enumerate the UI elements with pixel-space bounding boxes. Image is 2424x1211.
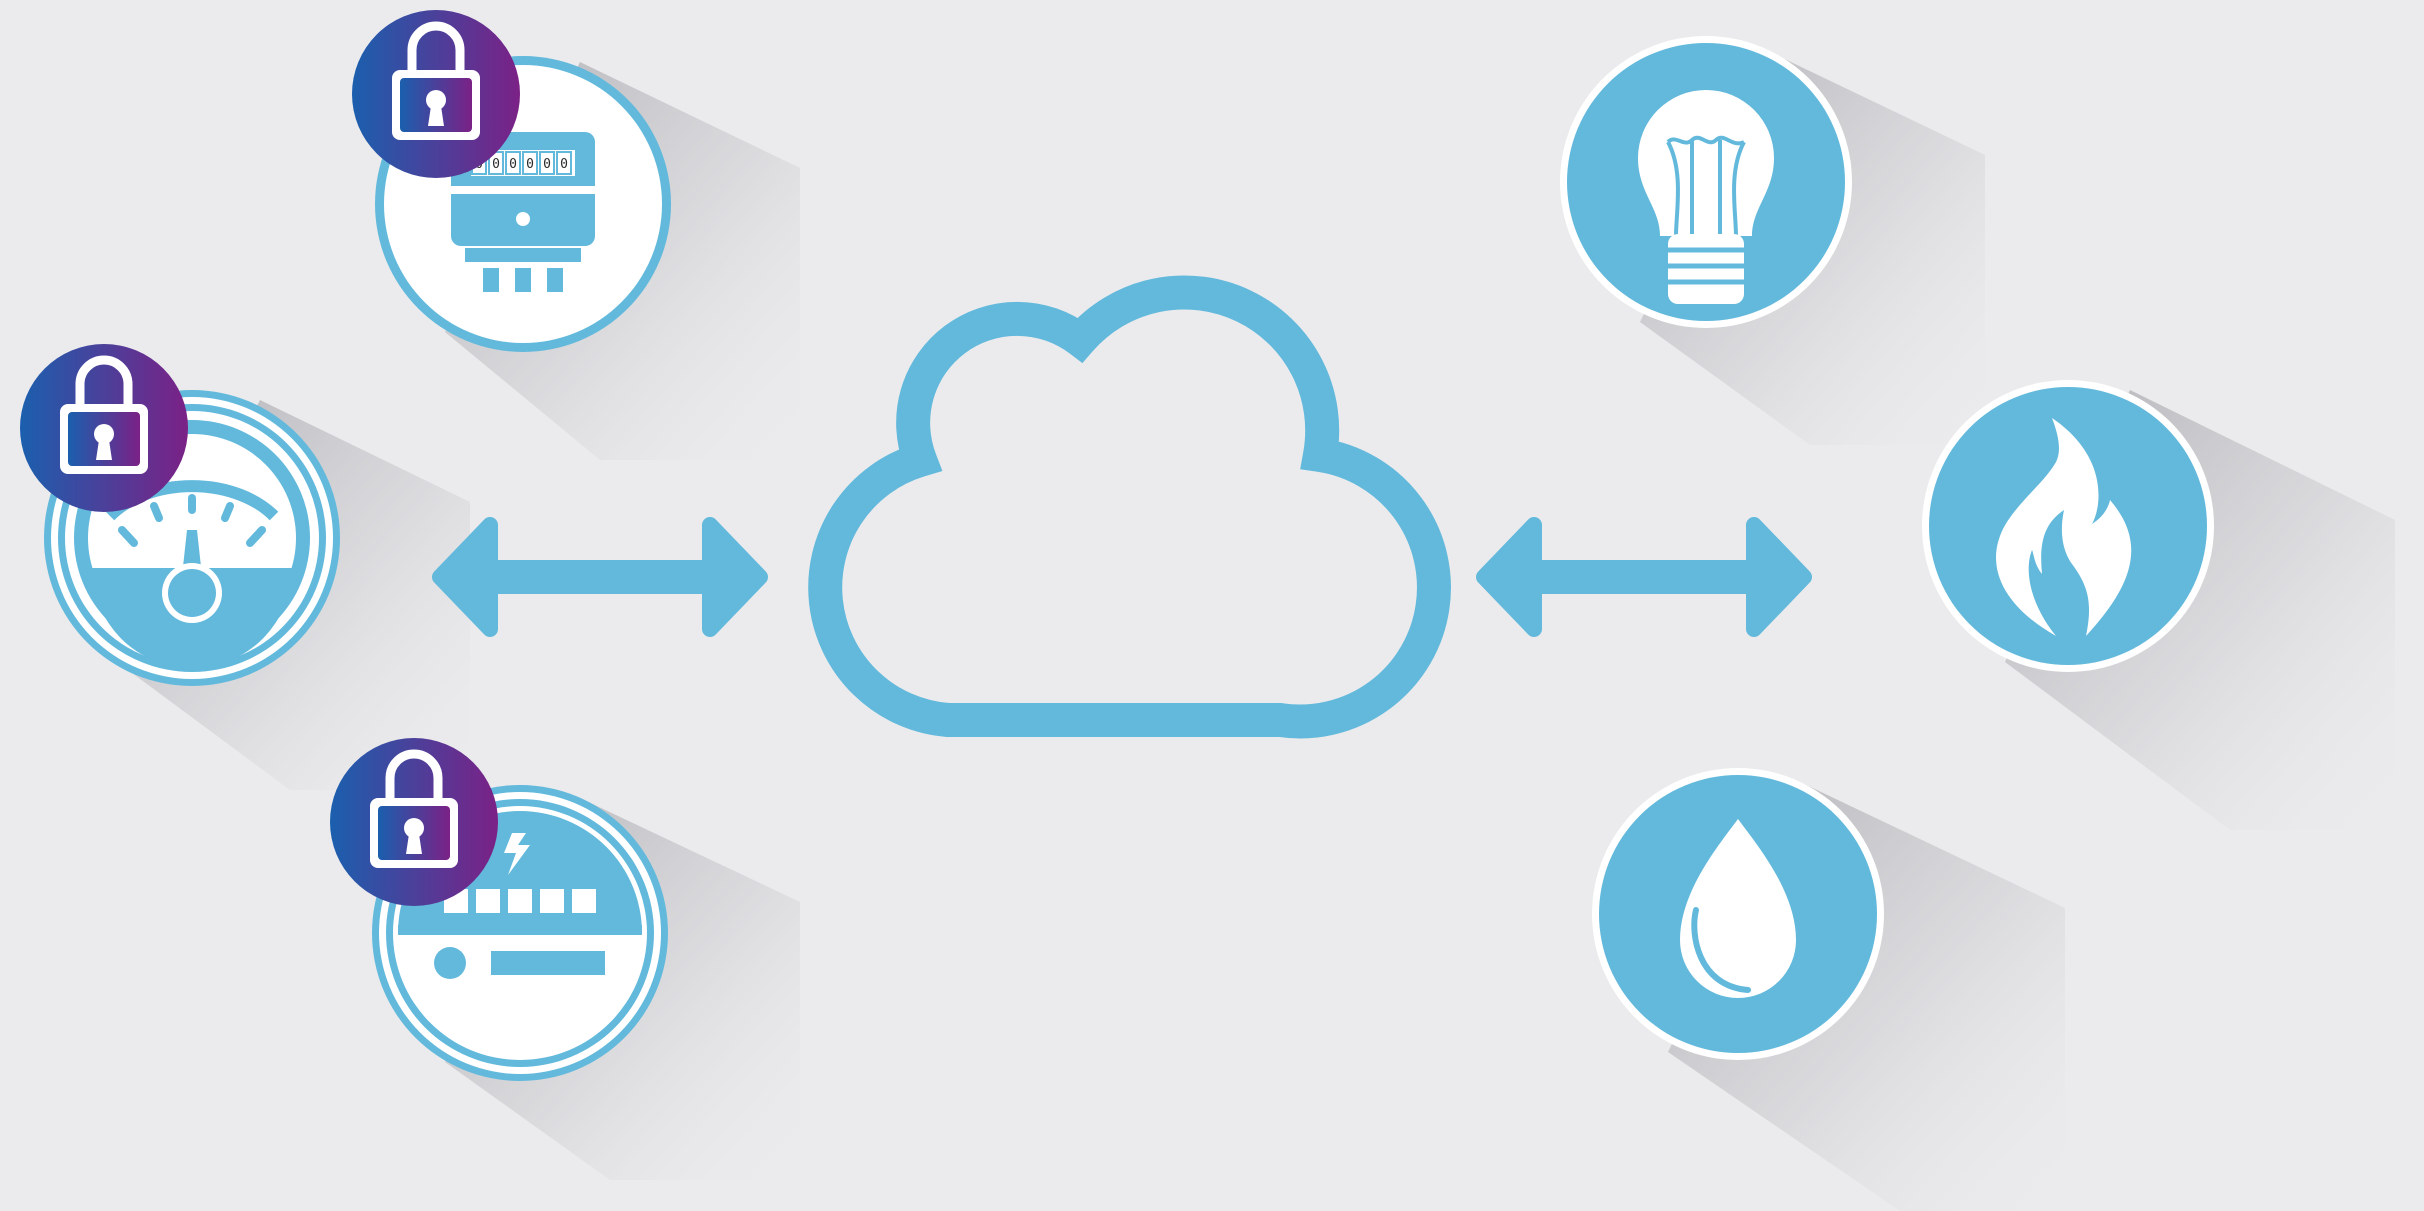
meter-digit: 0 [526,157,534,172]
padlock-icon [352,10,520,178]
water-utility [1592,768,1884,1060]
cloud-icon [808,275,1451,739]
gas-utility [1922,380,2214,672]
meter-digit: 0 [492,157,500,172]
water-drop-icon [1680,819,1796,998]
left-double-arrow-icon [440,525,760,629]
meter-digit: 0 [560,157,568,172]
meter-digit: 0 [509,157,517,172]
padlock-icon [330,738,498,906]
electricity-utility [1560,36,1852,328]
padlock-icon [20,344,188,512]
light-bulb-icon [1638,90,1774,304]
flame-icon [1996,418,2132,636]
right-double-arrow-icon [1484,525,1804,629]
meter-digit: 0 [543,157,551,172]
